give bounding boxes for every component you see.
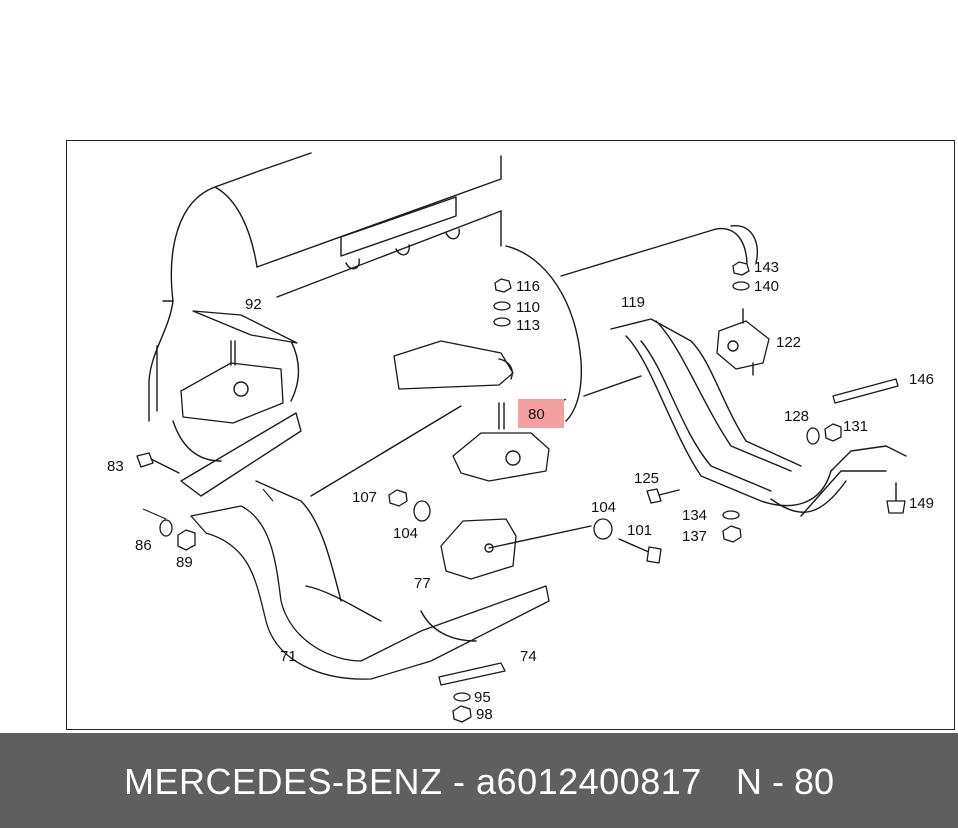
label-104-left: 104 [393,525,418,542]
label-125: 125 [634,470,659,487]
label-104-right: 104 [591,499,616,516]
label-83: 83 [107,458,124,475]
transmission-housing [310,225,758,497]
label-140: 140 [754,278,779,295]
label-74: 74 [520,648,537,665]
label-92: 92 [245,296,262,313]
label-110: 110 [516,299,540,316]
label-71: 71 [280,648,297,665]
bracket-80 [393,340,514,390]
label-128: 128 [784,408,809,425]
label-107: 107 [352,489,377,506]
label-77: 77 [414,575,431,592]
label-119: 119 [621,294,645,311]
label-89: 89 [176,554,193,571]
engine-mount-92 [180,310,298,424]
crossmember-119 [610,318,907,517]
label-116: 116 [516,278,540,295]
label-134: 134 [682,507,707,524]
footer-reference: N - 80 [736,761,835,802]
rear-mount-122 [716,308,770,376]
label-143: 143 [754,259,779,276]
label-122: 122 [776,334,801,351]
plate-74 [438,662,506,686]
label-95: 95 [474,689,491,706]
footer-part-number: MERCEDES-BENZ - a6012400817 [124,761,702,802]
label-113: 113 [516,317,540,334]
fasteners [136,261,906,723]
footer-bar: MERCEDES-BENZ - a6012400817 N - 80 [0,733,958,828]
label-149: 149 [909,495,934,512]
part-labels: 92 116 110 113 119 143 140 122 146 80 12… [107,259,934,723]
label-131: 131 [843,418,868,435]
label-80: 80 [528,406,545,423]
bar-146 [832,378,899,404]
label-146: 146 [909,371,934,388]
parts-diagram: 92 116 110 113 119 143 140 122 146 80 12… [107,152,934,723]
label-101: 101 [627,522,652,539]
crossmember-71 [180,412,550,680]
label-86: 86 [135,537,152,554]
label-98: 98 [476,706,493,723]
label-137: 137 [682,528,707,545]
rubber-mount [452,402,550,482]
diagram-frame: 92 116 110 113 119 143 140 122 146 80 12… [66,140,955,730]
mount-77 [440,518,592,580]
label-80-highlight [518,399,564,428]
